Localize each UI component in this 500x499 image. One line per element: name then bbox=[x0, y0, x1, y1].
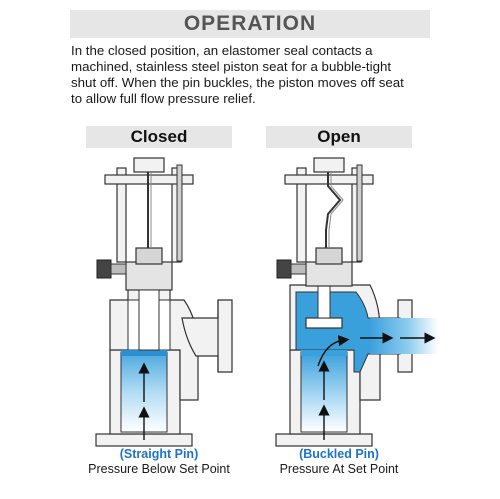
closed-valve bbox=[95, 157, 233, 447]
description-line: to allow full flow pressure relief. bbox=[71, 91, 256, 106]
outlet-fluid bbox=[370, 318, 438, 354]
piston-housing bbox=[305, 261, 353, 287]
outlet-branch bbox=[181, 299, 233, 373]
open-pressure-label: Pressure At Set Point bbox=[279, 462, 399, 476]
closed-pressure-label: Pressure Below Set Point bbox=[88, 462, 230, 476]
closed-pin-label: (Straight Pin) bbox=[119, 447, 199, 461]
title-band bbox=[70, 10, 430, 38]
description-line: shut off. When the pin buckles, the pist… bbox=[71, 75, 404, 90]
description: In the closed position, an elastomer sea… bbox=[71, 43, 451, 107]
piston-housing bbox=[125, 261, 173, 291]
flow-arrow-icon bbox=[317, 335, 350, 367]
description-line: In the closed position, an elastomer sea… bbox=[71, 43, 373, 58]
open-pin-label: (Buckled Pin) bbox=[299, 447, 379, 461]
open-label-band bbox=[266, 126, 412, 148]
open-valve bbox=[275, 157, 438, 447]
buckled-pin bbox=[325, 172, 342, 248]
closed-label: Closed bbox=[130, 127, 188, 146]
description-line: machined, stainless steel piston seat fo… bbox=[71, 59, 392, 74]
piston bbox=[305, 317, 343, 329]
open-label: Open bbox=[317, 127, 361, 146]
nut-icon bbox=[276, 259, 292, 279]
page-title: OPERATION bbox=[183, 12, 317, 35]
nut-icon bbox=[96, 259, 112, 279]
closed-label-band bbox=[86, 126, 232, 148]
